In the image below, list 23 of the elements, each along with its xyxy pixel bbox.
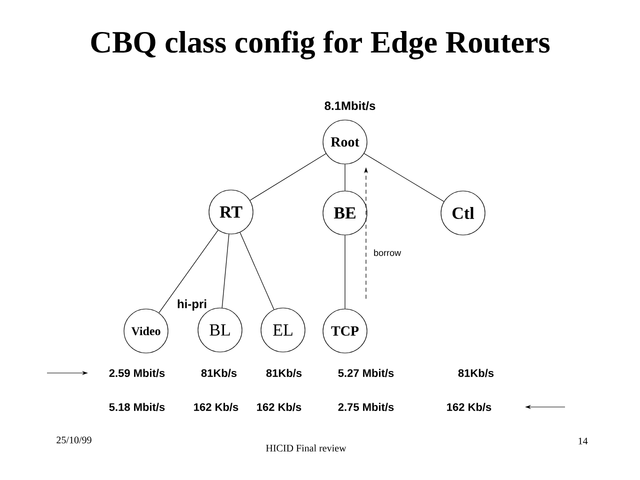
slide-title: CBQ class config for Edge Routers	[91, 30, 550, 60]
rate-label: 162 Kb/s	[194, 402, 238, 412]
rate-label: 81Kb/s	[201, 368, 237, 378]
tree-line	[240, 232, 274, 310]
tree-line	[364, 153, 444, 202]
tree-line	[158, 230, 218, 314]
footer-text: 14	[578, 438, 588, 444]
rate-label: 81Kb/s	[458, 368, 494, 378]
rate-label: 5.27 Mbit/s	[338, 368, 394, 378]
rate-label: 5.18 Mbit/s	[109, 402, 165, 412]
tree-line	[344, 164, 346, 191]
tree-line	[222, 234, 230, 308]
footer-text: 25/10/99	[56, 436, 92, 444]
rate-label: 162 Kb/s	[257, 402, 302, 412]
tree-line	[344, 235, 346, 309]
edge-label: borrow	[374, 249, 402, 256]
rate-label: 8.1Mbit/s	[324, 101, 376, 110]
rate-label: 2.75 Mbit/s	[338, 402, 394, 412]
rate-label: 2.59 Mbit/s	[109, 368, 165, 378]
rate-label: 162 Kb/s	[447, 402, 492, 412]
rate-label: 81Kb/s	[266, 368, 302, 378]
footer-text: HICID Final review	[266, 444, 346, 452]
tree-line	[250, 153, 326, 201]
